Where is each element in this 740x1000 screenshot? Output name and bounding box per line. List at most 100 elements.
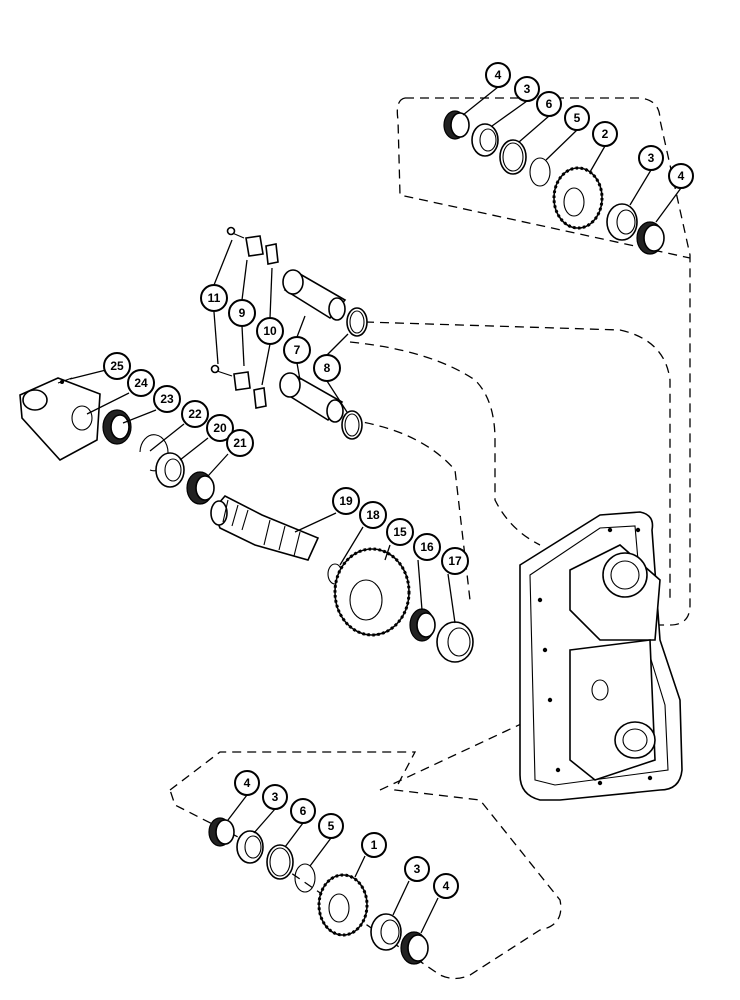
callout-24: 24 (127, 369, 155, 397)
bearing-cup-3-lower-left (236, 830, 264, 864)
svg-text:25: 25 (110, 359, 124, 373)
shift-rail-7-lower (279, 372, 344, 423)
callout-11: 11 (200, 284, 228, 312)
callout-25: 25 (103, 352, 131, 380)
callout-9: 9 (228, 299, 256, 327)
shaft-to-housing-path (349, 341, 541, 546)
upper-gear-set-outline-left (396, 97, 691, 259)
callout-18: 18 (359, 501, 387, 529)
bearing-cup-17 (436, 621, 474, 663)
svg-text:16: 16 (420, 540, 434, 554)
callout-10: 10 (256, 317, 284, 345)
svg-text:3: 3 (272, 790, 279, 804)
svg-text:5: 5 (574, 111, 581, 125)
gear-2 (552, 166, 604, 230)
callout-4: 4 (668, 163, 694, 189)
svg-text:3: 3 (524, 82, 531, 96)
snap-ring-6-upper (499, 139, 527, 175)
snap-ring-5-lower (294, 863, 316, 893)
bearing-cup-3-upper-left (471, 123, 499, 157)
retainer-25-tube (19, 377, 101, 462)
callout-2: 2 (592, 121, 618, 147)
callout-1: 1 (361, 832, 387, 858)
lower-gear-set-outline (169, 751, 562, 980)
bearing-cup-3-upper-right (606, 203, 638, 241)
callout-19: 19 (332, 487, 360, 515)
svg-text:9: 9 (239, 306, 246, 320)
svg-text:4: 4 (495, 68, 502, 82)
svg-text:7: 7 (294, 343, 301, 357)
shift-rail-7-upper (282, 269, 347, 321)
callout-15: 15 (386, 518, 414, 546)
leader-lines (69, 86, 682, 934)
callout-3: 3 (262, 784, 288, 810)
bearing-cone-21 (186, 471, 215, 505)
callout-23: 23 (153, 385, 181, 413)
svg-text:24: 24 (134, 376, 148, 390)
gear-1 (317, 873, 369, 937)
upper-gear-set (443, 110, 665, 255)
callouts: 4 3 6 5 2 3 4 11 9 10 7 8 25 24 23 22 20… (103, 62, 694, 899)
svg-text:18: 18 (366, 508, 380, 522)
snap-ring-5-upper (529, 157, 551, 187)
callout-4: 4 (433, 873, 459, 899)
lower-gear-set (208, 817, 429, 965)
upper-shaft-to-housing (364, 321, 671, 600)
svg-text:22: 22 (188, 407, 202, 421)
svg-text:4: 4 (443, 879, 450, 893)
callout-21: 21 (226, 429, 254, 457)
svg-text:3: 3 (648, 151, 655, 165)
svg-text:5: 5 (328, 819, 335, 833)
callout-3: 3 (404, 856, 430, 882)
svg-text:17: 17 (448, 554, 462, 568)
gear-15 (333, 547, 411, 637)
bolt-25 (57, 377, 73, 384)
bearing-cone-4-upper-right (636, 221, 665, 255)
output-shaft-group (19, 377, 474, 663)
bearing-cup-20 (155, 452, 185, 488)
pad-9-upper (245, 235, 264, 257)
bolt-11-upper (226, 226, 245, 239)
seal-24 (102, 409, 132, 445)
svg-text:1: 1 (371, 838, 378, 852)
svg-text:4: 4 (244, 776, 251, 790)
svg-text:19: 19 (339, 494, 353, 508)
svg-text:21: 21 (233, 436, 247, 450)
bearing-cone-4-lower-left (208, 817, 235, 847)
shift-rail-group (210, 226, 368, 440)
callout-4: 4 (234, 770, 260, 796)
bearing-cup-3-lower-right (370, 913, 402, 951)
o-ring-8-lower (341, 410, 363, 440)
svg-text:6: 6 (546, 97, 553, 111)
callout-5: 5 (318, 813, 344, 839)
output-shaft-19 (210, 494, 320, 561)
bearing-cone-4-lower-right (400, 931, 429, 965)
svg-text:4: 4 (678, 169, 685, 183)
callout-6: 6 (290, 798, 316, 824)
callout-5: 5 (564, 105, 590, 131)
pad-9-lower (233, 371, 251, 391)
callout-7: 7 (283, 336, 311, 364)
bolt-11-lower (210, 364, 233, 377)
svg-text:20: 20 (213, 421, 227, 435)
bearing-cone-4-upper-left (443, 110, 470, 140)
plate-10-lower (253, 387, 267, 409)
svg-text:15: 15 (393, 525, 407, 539)
svg-text:23: 23 (160, 392, 174, 406)
callout-6: 6 (536, 91, 562, 117)
svg-text:8: 8 (324, 361, 331, 375)
upper-gear-set-outline (405, 97, 691, 626)
callout-3: 3 (514, 76, 540, 102)
o-ring-8-upper (346, 307, 368, 337)
lower-shaft-to-housing (349, 419, 471, 601)
svg-text:11: 11 (208, 291, 221, 305)
callout-4: 4 (485, 62, 511, 88)
svg-text:6: 6 (300, 804, 307, 818)
svg-text:10: 10 (263, 324, 277, 338)
transfer-case-housing (519, 511, 683, 801)
plate-10-upper (265, 243, 279, 265)
callout-3: 3 (638, 145, 664, 171)
callout-17: 17 (441, 547, 469, 575)
